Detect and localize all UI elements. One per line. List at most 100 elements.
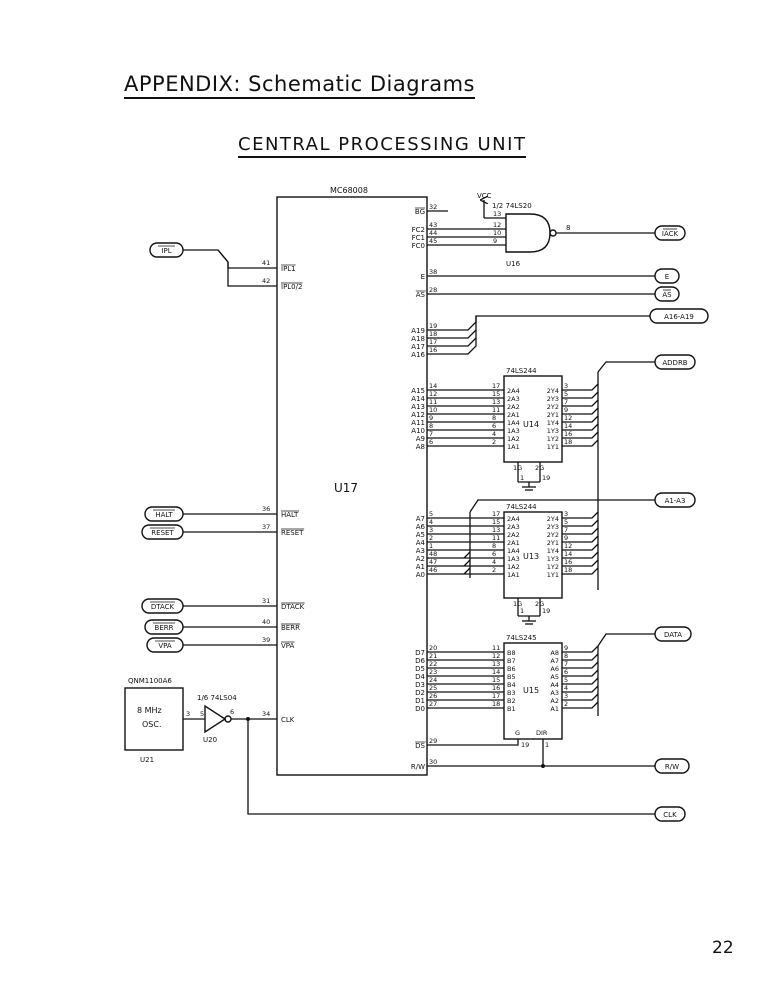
svg-text:5: 5 — [200, 710, 204, 718]
u14-in-pin-6: 6 — [492, 422, 496, 430]
u13-out-1y3: 1Y3 — [547, 555, 559, 563]
svg-text:19: 19 — [542, 607, 550, 615]
u13-out-2y1: 2Y1 — [547, 539, 559, 547]
cpu-pin-num-25: 25 — [429, 684, 437, 692]
svg-text:G: G — [515, 729, 520, 737]
u13-out-pin-9: 9 — [564, 534, 568, 542]
u15-in-b7: B7 — [507, 657, 516, 665]
ground-symbol-icon — [522, 482, 536, 491]
u14-in-1a1: 1A1 — [507, 443, 520, 451]
data-bus-entry — [597, 633, 655, 647]
cpu-pin-num-22: 22 — [429, 660, 437, 668]
cpu-pin-a2: A2 — [416, 555, 425, 563]
nand-pin-13: 13 — [493, 210, 501, 218]
u14-out-2y1: 2Y1 — [547, 411, 559, 419]
u14-in-1a2: 1A2 — [507, 435, 520, 443]
addrb-connector: ADDRB — [654, 354, 696, 370]
cpu-pin-a4: A4 — [416, 539, 426, 547]
cpu-pin-a19: A19 — [411, 327, 425, 335]
u15-out-a1: A1 — [550, 705, 559, 713]
cpu-pin-d0: D0 — [415, 705, 425, 713]
cpu-pin-num-36: 36 — [262, 505, 270, 513]
cpu-pin-num-8: 8 — [429, 422, 433, 430]
u13-out-pin-7: 7 — [564, 526, 568, 534]
clk-wire — [247, 719, 655, 815]
cpu-pin-num-17: 17 — [429, 338, 437, 346]
u13-in-1a1: 1A1 — [507, 571, 520, 579]
cpu-pin-fc2: FC2 — [412, 226, 425, 234]
cpu-pin-a17: A17 — [411, 343, 425, 351]
u14-out-2y2: 2Y2 — [547, 403, 559, 411]
nand-pin-8: 8 — [566, 224, 570, 232]
nand-pin-9: 9 — [493, 237, 497, 245]
u14-out-pin-3: 3 — [564, 382, 568, 390]
cpu-pin-d7: D7 — [415, 649, 425, 657]
u14-in-2a4: 2A4 — [507, 387, 520, 395]
u15-in-pin-18: 18 — [492, 700, 500, 708]
u15-out-pin-6: 6 — [564, 668, 568, 676]
u13-in-2a4: 2A4 — [507, 515, 520, 523]
osc-label: OSC. — [142, 720, 162, 729]
cpu-pin-num-43: 43 — [429, 221, 437, 229]
u14-out-2y4: 2Y4 — [547, 387, 559, 395]
u14-out-pin-14: 14 — [564, 422, 572, 430]
cpu-pin-num-10: 10 — [429, 406, 437, 414]
cpu-pin-num-1: 1 — [429, 542, 433, 550]
svg-text:19: 19 — [542, 474, 550, 482]
page-subtitle: CENTRAL PROCESSING UNIT — [238, 134, 527, 158]
u14-in-1a4: 1A4 — [507, 419, 520, 427]
cpu-pin-d3: D3 — [415, 681, 425, 689]
svg-text:A1-A3: A1-A3 — [665, 497, 686, 505]
u13-in-pin-15: 15 — [492, 518, 500, 526]
cpu-pin-num-6: 6 — [429, 438, 433, 446]
oscillator-u21: QNM1100A6 8 MHz OSC. U21 3 — [124, 677, 205, 764]
cpu-part-label: MC68008 — [330, 186, 368, 195]
u15-out-pin-5: 5 — [564, 676, 568, 684]
cpu-pin-num-39: 39 — [262, 636, 270, 644]
berr-connector: BERR — [144, 619, 184, 635]
svg-text:DATA: DATA — [664, 631, 682, 639]
cpu-u17-body — [276, 196, 428, 776]
svg-text:HALT: HALT — [155, 511, 173, 519]
u13-out-pin-14: 14 — [564, 550, 572, 558]
cpu-pin-num-31: 31 — [262, 597, 270, 605]
u15-out-a4: A4 — [550, 681, 559, 689]
u14-enable: 1G 2G 1 19 — [513, 462, 550, 491]
cpu-pin-a1: A1 — [416, 563, 425, 571]
cpu-pin-d5: D5 — [415, 665, 425, 673]
page-number: 22 — [712, 938, 734, 958]
svg-text:DTACK: DTACK — [151, 603, 175, 611]
cpu-pin-ipl1: IPL1 — [281, 265, 296, 273]
cpu-pin-num-41: 41 — [262, 259, 270, 267]
cpu-pin-a13: A13 — [411, 403, 425, 411]
u13-out-pin-12: 12 — [564, 542, 572, 550]
cpu-left-pins: 41IPL142IPL0/236HALT37RESET31DTACK40BERR… — [262, 259, 305, 724]
svg-text:3: 3 — [186, 710, 190, 718]
nand-gate-u16: 1/2 74LS20 U16 VCC 13 12 10 9 8 — [427, 192, 655, 268]
cpu-pin-a18: A18 — [411, 335, 425, 343]
data-connector: DATA — [654, 626, 692, 642]
svg-text:A16-A19: A16-A19 — [664, 313, 694, 321]
u13-in-1a3: 1A3 — [507, 555, 520, 563]
u13-in-2a3: 2A3 — [507, 523, 520, 531]
u13-enable: 1G 2G 1 19 — [513, 598, 550, 625]
cpu-pin-a11: A11 — [411, 419, 425, 427]
cpu-pin-a10: A10 — [411, 427, 425, 435]
u14-out-1y2: 1Y2 — [547, 435, 559, 443]
u15-out-pin-3: 3 — [564, 692, 568, 700]
u15-out-pin-9: 9 — [564, 644, 568, 652]
cpu-pin-num-20: 20 — [429, 644, 437, 652]
cpu-pin-num-28: 28 — [429, 286, 437, 294]
nand-ref-label: U16 — [506, 260, 521, 268]
cpu-pin-num-11: 11 — [429, 398, 437, 406]
cpu-pin-num-18: 18 — [429, 330, 437, 338]
u14-in-2a1: 2A1 — [507, 411, 520, 419]
u13-in-pin-8: 8 — [492, 542, 496, 550]
u14-out-pin-18: 18 — [564, 438, 572, 446]
svg-text:1: 1 — [545, 741, 549, 749]
nand-pin-12: 12 — [493, 221, 501, 229]
svg-text:1: 1 — [520, 474, 524, 482]
u15-in-pin-12: 12 — [492, 652, 500, 660]
